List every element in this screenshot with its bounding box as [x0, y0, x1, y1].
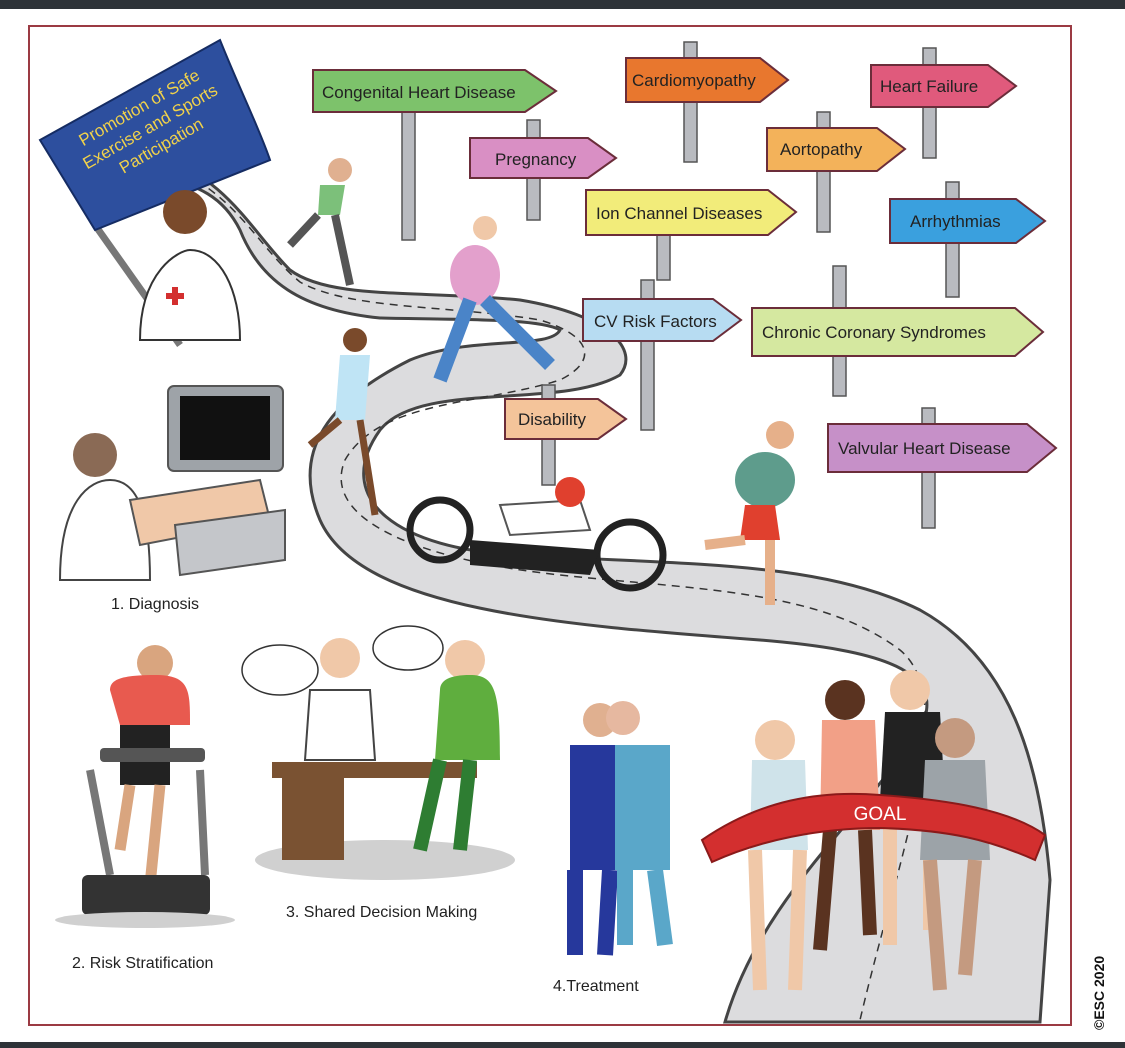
sign-label-disability: Disability: [518, 410, 587, 429]
bottom-bar: [0, 1042, 1125, 1048]
sign-label-cv-risk: CV Risk Factors: [594, 312, 717, 331]
top-bar: [0, 0, 1125, 9]
sign-label-congenital: Congenital Heart Disease: [322, 83, 516, 102]
step-diagnosis: 1. Diagnosis: [111, 596, 200, 613]
road: [148, 147, 1052, 1024]
sign-label-arrhythmias: Arrhythmias: [910, 212, 1001, 231]
copyright-notice: ©ESC 2020: [1091, 955, 1107, 1030]
sign-label-valvular: Valvular Heart Disease: [838, 439, 1011, 458]
step-treatment: 4.Treatment: [553, 978, 639, 995]
step-shared-decision: 3. Shared Decision Making: [286, 904, 478, 921]
goal-ribbon: [700, 792, 1047, 864]
sign-label-heart-failure: Heart Failure: [880, 77, 978, 96]
goal-label: GOAL: [854, 804, 907, 825]
infographic-frame: [28, 25, 1072, 1026]
illustrated-people: [55, 158, 990, 991]
sign-label-aortopathy: Aortopathy: [780, 140, 863, 159]
step-risk-stratification: 2. Risk Stratification: [72, 955, 214, 972]
sign-label-ion-channel: Ion Channel Diseases: [596, 204, 762, 223]
sign-label-pregnancy: Pregnancy: [495, 150, 577, 169]
sign-label-cardiomyopathy: Cardiomyopathy: [632, 71, 756, 90]
sign-boards: [312, 57, 1058, 473]
sign-label-chronic-coronary: Chronic Coronary Syndromes: [762, 323, 986, 342]
